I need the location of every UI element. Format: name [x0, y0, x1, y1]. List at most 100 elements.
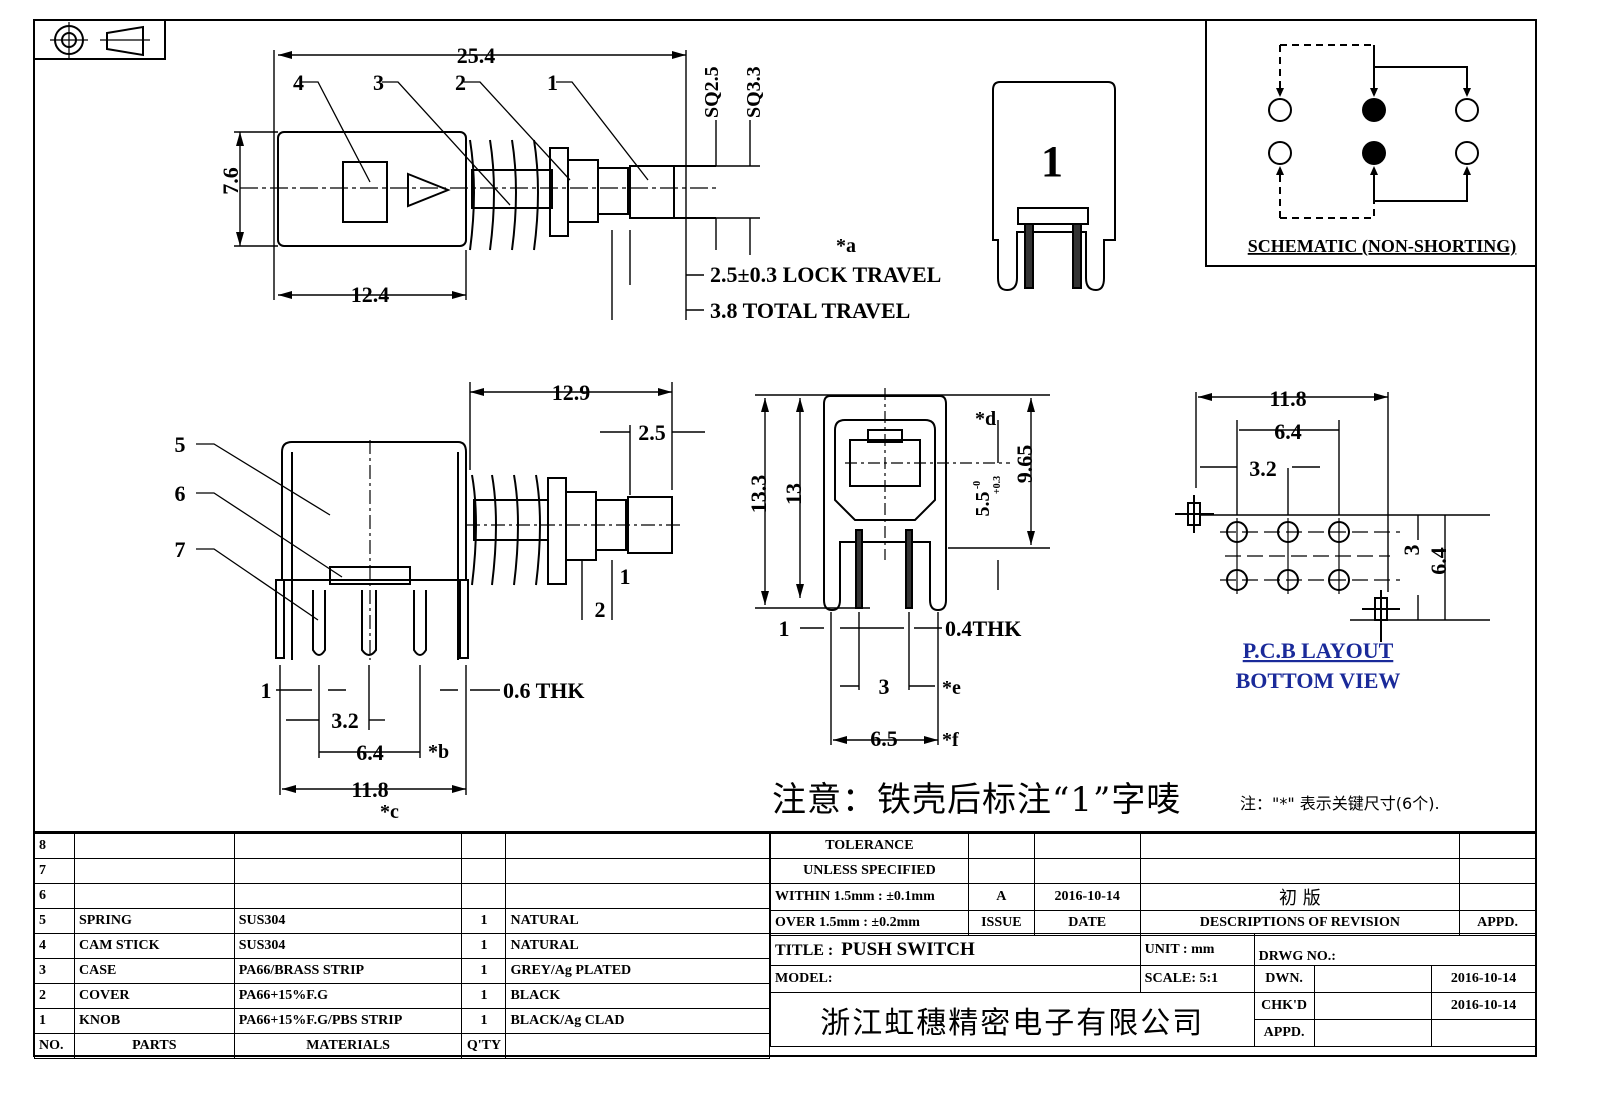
pcb-holes [1220, 518, 1400, 594]
rev-header-issue: ISSUE [967, 910, 1035, 936]
top-view [234, 50, 760, 320]
bom-part: CASE [73, 958, 235, 984]
dim-axis-height: 9.65 [1012, 445, 1037, 484]
bom-finish [505, 883, 770, 909]
tolerance-over: OVER 1.5mm : ±0.2mm [770, 910, 969, 936]
revision-description: 初 版 [1139, 883, 1461, 911]
rev-header-description: DESCRIPTIONS OF REVISION [1139, 910, 1461, 936]
callout-5: 5 [175, 432, 186, 457]
bom-no: 7 [34, 858, 75, 884]
callout-7: 7 [175, 537, 186, 562]
key-mark-a: *a [836, 235, 856, 257]
checked-date: 2016-10-14 [1431, 992, 1536, 1020]
dimension-arrowheads [236, 51, 1388, 793]
dim-lug-width: 1 [779, 616, 790, 641]
rev-header-date: DATE [1033, 910, 1141, 936]
tolerance-within: WITHIN 1.5mm : ±0.1mm [770, 883, 969, 911]
dim-body-height: 13 [781, 483, 806, 505]
pcb-bottom-view-label: BOTTOM VIEW [1236, 668, 1401, 693]
front-view [755, 388, 1050, 745]
bom-material [233, 858, 463, 884]
total-travel-label: 3.8 TOTAL TRAVEL [710, 298, 910, 323]
pcb-dim-width: 11.8 [1269, 386, 1306, 411]
schematic-panel: SCHEMATIC (NON-SHORTING) [1205, 20, 1536, 267]
bom-qty: 1 [461, 908, 507, 934]
dim-total-height: 13.3 [746, 475, 771, 514]
bom-no: 2 [34, 983, 75, 1009]
bom-no: 4 [34, 933, 75, 959]
callout-2: 2 [455, 70, 466, 95]
dim-axis-tol-minus: -0 [972, 481, 983, 489]
unit-field: UNIT : mm [1139, 933, 1255, 966]
bom-material [233, 883, 463, 909]
pcb-dim-row-span: 6.4 [1426, 547, 1451, 575]
key-mark-d: *d [975, 408, 996, 430]
title-field: TITLE : PUSH SWITCH [770, 933, 1141, 966]
title-block: TITLE : PUSH SWITCH UNIT : mm DRWG NO.: … [770, 933, 1537, 1047]
schematic-terminal-open [1455, 98, 1479, 122]
key-mark-b: *b [428, 741, 449, 763]
dim-step-2: 2 [595, 597, 606, 622]
key-mark-f: *f [942, 729, 959, 751]
revision-issue: A [967, 883, 1035, 911]
callout-6: 6 [175, 481, 186, 506]
bom-finish [505, 858, 770, 884]
pcb-labels: 11.8 6.4 3.2 3 6.4 P.C.B LAYOUT BOTTOM V… [1236, 386, 1451, 693]
bom-part: COVER [73, 983, 235, 1009]
bom-finish: GREY/Ag PLATED [505, 958, 770, 984]
schematic-terminal-open [1268, 98, 1292, 122]
title-label: TITLE : [775, 941, 834, 959]
dim-pin-thk-04: 0.4THK [945, 616, 1021, 641]
schematic-terminal-open [1268, 141, 1292, 165]
drawn-label: DWN. [1253, 965, 1315, 993]
model-field: MODEL: [770, 965, 1141, 993]
bom-no: 5 [34, 908, 75, 934]
callout-1: 1 [547, 70, 558, 95]
approved-label: APPD. [1253, 1019, 1315, 1047]
company-name: 浙江虹穗精密电子有限公司 [770, 992, 1255, 1047]
schematic-terminal-open [1455, 141, 1479, 165]
checked-label: CHK'D [1253, 992, 1315, 1020]
bom-qty: 1 [461, 958, 507, 984]
bom-material: PA66+15%F.G [233, 983, 463, 1009]
bom-header-parts: PARTS [73, 1033, 235, 1059]
bom-part [73, 833, 235, 859]
tolerance-heading: TOLERANCE [770, 833, 969, 859]
bom-finish: NATURAL [505, 908, 770, 934]
pcb-dim-pitch: 3.2 [1249, 456, 1277, 481]
note-marking-requirement: 注意：铁壳后标注“1”字唛 [772, 780, 1182, 820]
dim-step-1: 1 [620, 564, 631, 589]
bom-no: 6 [34, 883, 75, 909]
bom-part: CAM STICK [73, 933, 235, 959]
pcb-dim-row-pitch: 3 [1399, 545, 1424, 556]
dim-lug-span: 6.5 [870, 726, 898, 751]
title-value: PUSH SWITCH [841, 938, 975, 960]
callout-3: 3 [373, 70, 384, 95]
dim-width: 11.8 [351, 777, 388, 802]
front-view-labels: 13.3 13 9.65 *d 5.5 +0.3 -0 1 0.4THK 3 *… [746, 408, 1037, 751]
lock-travel-label: 2.5±0.3 LOCK TRAVEL [710, 262, 941, 287]
bom-qty: 1 [461, 933, 507, 959]
bom-part [73, 858, 235, 884]
bom-material [233, 833, 463, 859]
schematic-label: SCHEMATIC (NON-SHORTING) [1248, 236, 1517, 257]
revision-table: TOLERANCE UNLESS SPECIFIED WITHIN 1.5mm … [770, 833, 1536, 936]
bom-no: 3 [34, 958, 75, 984]
bom-material: SUS304 [233, 908, 463, 934]
side-view-labels: 12.9 2.5 1 2 1 0.6 THK 3.2 6.4 *b 11.8 *… [175, 380, 666, 823]
bom-no: 1 [34, 1008, 75, 1034]
dim-pitch: 3.2 [331, 708, 359, 733]
dim-axis-tol-plus: +0.3 [992, 476, 1003, 494]
end-view [992, 81, 1116, 292]
dim-height: 7.6 [218, 167, 243, 195]
bom-finish: NATURAL [505, 933, 770, 959]
key-mark-e: *e [942, 677, 961, 699]
tolerance-subheading: UNLESS SPECIFIED [770, 858, 969, 884]
bom-material: PA66/BRASS STRIP [233, 958, 463, 984]
bom-qty [461, 833, 507, 859]
